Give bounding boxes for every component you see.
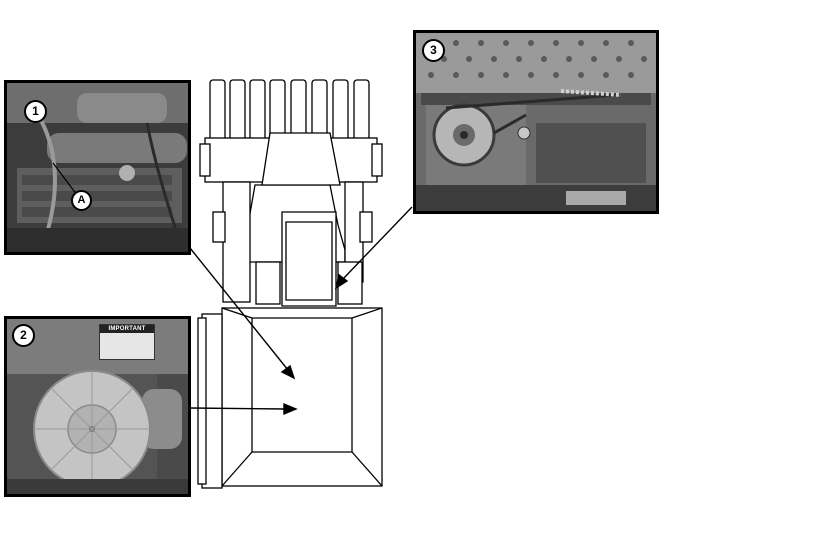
header-tines [209, 79, 370, 141]
important-decal-text: IMPORTANT [100, 325, 154, 333]
callout-badge-1: 1 [24, 100, 47, 123]
air-cleaner-photo-art [7, 319, 188, 494]
leader-arrow-3 [341, 206, 413, 281]
photo-1-engine: 1 A [4, 80, 191, 255]
leader-arrow-1 [189, 247, 289, 371]
photo-3-pulley-drive: 3 [413, 30, 659, 214]
important-decal: IMPORTANT [99, 324, 155, 360]
callout-badge-2: 2 [12, 324, 35, 347]
perforated-panel-holes [428, 40, 647, 78]
callout-badge-3: 3 [422, 39, 445, 62]
photo-2-air-cleaner: IMPORTANT 2 [4, 316, 191, 497]
callout-label-a: A [71, 190, 92, 211]
leader-arrow-2 [189, 407, 287, 410]
pulley-photo-art [416, 33, 656, 211]
